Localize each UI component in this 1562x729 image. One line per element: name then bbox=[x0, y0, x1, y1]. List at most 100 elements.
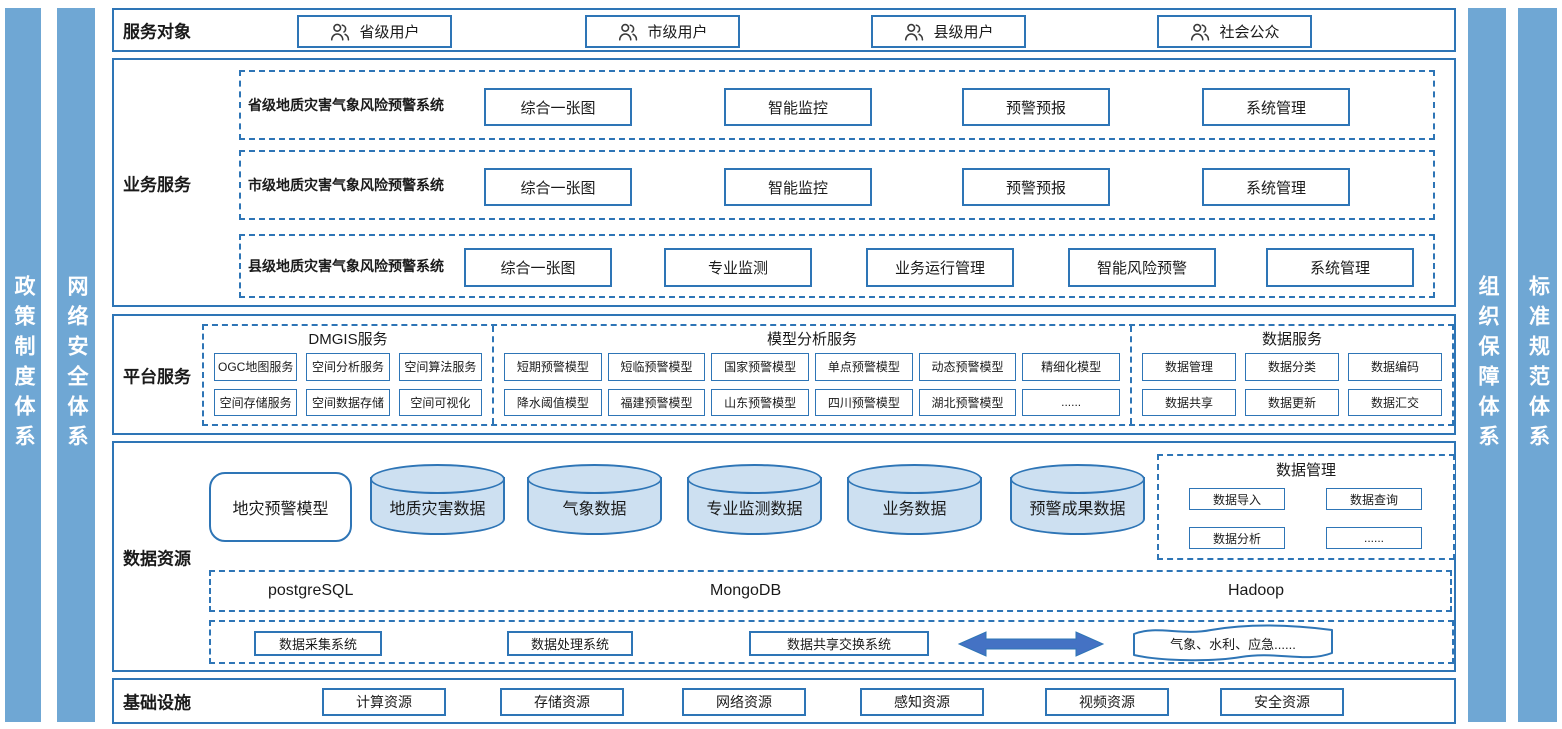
pillar-standard-specification-system: 标准规范体系 bbox=[1518, 8, 1557, 722]
service-box: 空间可视化 bbox=[398, 388, 482, 416]
band-label-platform-services: 平台服务 bbox=[123, 367, 191, 386]
platform-group-dmgis: DMGIS服务 OGC地图服务 空间分析服务 空间算法服务 空间存储服务 空间数… bbox=[204, 326, 492, 424]
band-business-services: 业务服务 省级地质灾害气象风险预警系统 综合一张图 智能监控 预警预报 系统管理… bbox=[112, 58, 1456, 307]
system-group-city: 市级地质灾害气象风险预警系统 综合一张图 智能监控 预警预报 系统管理 bbox=[239, 150, 1435, 220]
system-group-county: 县级地质灾害气象风险预警系统 综合一张图 专业监测 业务运行管理 智能风险预警 … bbox=[239, 234, 1435, 298]
database-layer: postgreSQL MongoDB Hadoop bbox=[209, 570, 1452, 612]
pillar-organization-guarantee-system: 组织保障体系 bbox=[1468, 8, 1506, 722]
module-box: 业务运行管理 bbox=[866, 248, 1014, 287]
system-name: 市级地质灾害气象风险预警系统 bbox=[248, 177, 444, 193]
data-management-group: 数据管理 数据导入 数据查询 数据分析 ...... bbox=[1157, 454, 1455, 560]
user-box-public: 社会公众 bbox=[1157, 15, 1312, 48]
band-label-data-resources: 数据资源 bbox=[123, 549, 191, 568]
service-box: 空间数据存储 bbox=[306, 388, 390, 416]
user-label: 省级用户 bbox=[359, 24, 420, 41]
band-label-infrastructure: 基础设施 bbox=[123, 693, 191, 713]
data-management-box: 数据分析 bbox=[1189, 527, 1285, 549]
database-postgresql: postgreSQL bbox=[268, 582, 354, 599]
cylinder-meteorological-data: 气象数据 bbox=[527, 464, 662, 535]
service-box: 国家预警模型 bbox=[711, 353, 809, 381]
service-box: 短临预警模型 bbox=[607, 353, 706, 381]
users-icon bbox=[619, 23, 638, 41]
user-box-provincial: 省级用户 bbox=[297, 15, 452, 48]
module-box: 预警预报 bbox=[962, 88, 1110, 126]
service-box: OGC地图服务 bbox=[214, 353, 298, 381]
platform-grid: 数据管理 数据分类 数据编码 数据共享 数据更新 数据汇交 bbox=[1138, 351, 1446, 418]
resource-box-security: 安全资源 bbox=[1220, 688, 1344, 716]
database-hadoop: Hadoop bbox=[1228, 582, 1285, 599]
cylinder-warning-result-data: 预警成果数据 bbox=[1010, 464, 1145, 535]
service-box: 空间算法服务 bbox=[398, 353, 482, 381]
service-box: 空间存储服务 bbox=[214, 388, 298, 416]
module-box: 综合一张图 bbox=[464, 248, 612, 287]
cylinder-professional-monitoring-data: 专业监测数据 bbox=[687, 464, 822, 535]
cylinder-label: 专业监测数据 bbox=[706, 501, 803, 518]
user-label: 市级用户 bbox=[647, 24, 708, 41]
service-box: 数据分类 bbox=[1245, 353, 1339, 381]
module-box: 系统管理 bbox=[1202, 168, 1350, 206]
system-name: 省级地质灾害气象风险预警系统 bbox=[248, 97, 444, 113]
data-management-title: 数据管理 bbox=[1275, 462, 1336, 479]
resource-box-storage: 存储资源 bbox=[500, 688, 624, 716]
resource-box-sensing: 感知资源 bbox=[860, 688, 984, 716]
platform-services-container: DMGIS服务 OGC地图服务 空间分析服务 空间算法服务 空间存储服务 空间数… bbox=[202, 324, 1454, 426]
service-box: 福建预警模型 bbox=[607, 388, 706, 416]
platform-group-model-analysis: 模型分析服务 短期预警模型 短临预警模型 国家预警模型 单点预警模型 动态预警模… bbox=[492, 326, 1130, 424]
external-systems-label: 气象、水利、应急...... bbox=[1170, 637, 1296, 652]
service-box: 精细化模型 bbox=[1022, 353, 1120, 381]
data-systems-layer: 数据采集系统 数据处理系统 数据共享交换系统 气象、水利、应急...... bbox=[209, 620, 1454, 664]
service-box: 动态预警模型 bbox=[918, 353, 1017, 381]
module-box: 预警预报 bbox=[962, 168, 1110, 206]
service-box: 数据管理 bbox=[1142, 353, 1236, 381]
user-box-city: 市级用户 bbox=[585, 15, 740, 48]
platform-group-title: 数据服务 bbox=[1261, 331, 1322, 348]
platform-group-title: 模型分析服务 bbox=[766, 331, 857, 348]
database-mongodb: MongoDB bbox=[710, 582, 782, 599]
service-box: 空间分析服务 bbox=[306, 353, 390, 381]
module-box: 综合一张图 bbox=[484, 88, 632, 126]
user-label: 县级用户 bbox=[933, 24, 994, 41]
resource-box-network: 网络资源 bbox=[682, 688, 806, 716]
cylinder-geological-hazard-data: 地质灾害数据 bbox=[370, 464, 505, 535]
data-management-box: ...... bbox=[1326, 527, 1422, 549]
pillar-policy-system: 政策制度体系 bbox=[5, 8, 41, 722]
service-box: 数据汇交 bbox=[1348, 388, 1442, 416]
resource-box-compute: 计算资源 bbox=[322, 688, 446, 716]
data-collection-system-box: 数据采集系统 bbox=[254, 631, 382, 656]
service-box: ...... bbox=[1022, 388, 1120, 416]
service-box: 短期预警模型 bbox=[504, 353, 602, 381]
users-icon bbox=[331, 23, 350, 41]
module-box: 智能监控 bbox=[724, 88, 872, 126]
module-box: 专业监测 bbox=[664, 248, 812, 287]
data-management-box: 数据查询 bbox=[1326, 488, 1422, 510]
system-name: 县级地质灾害气象风险预警系统 bbox=[248, 258, 444, 274]
module-box: 智能监控 bbox=[724, 168, 872, 206]
platform-group-title: DMGIS服务 bbox=[308, 331, 388, 348]
service-box: 四川预警模型 bbox=[814, 388, 913, 416]
service-box: 数据更新 bbox=[1245, 388, 1339, 416]
data-management-box: 数据导入 bbox=[1189, 488, 1285, 510]
service-box: 单点预警模型 bbox=[814, 353, 913, 381]
band-label-service-targets: 服务对象 bbox=[123, 22, 191, 42]
service-box: 山东预警模型 bbox=[711, 388, 809, 416]
user-label: 社会公众 bbox=[1219, 24, 1280, 41]
users-icon bbox=[1191, 23, 1210, 41]
cylinder-business-data: 业务数据 bbox=[847, 464, 982, 535]
module-box: 智能风险预警 bbox=[1068, 248, 1216, 287]
platform-group-data-services: 数据服务 数据管理 数据分类 数据编码 数据共享 数据更新 数据汇交 bbox=[1130, 326, 1452, 424]
module-box: 综合一张图 bbox=[484, 168, 632, 206]
data-sharing-exchange-system-box: 数据共享交换系统 bbox=[749, 631, 929, 656]
module-box: 系统管理 bbox=[1266, 248, 1414, 287]
service-box: 数据编码 bbox=[1348, 353, 1442, 381]
band-infrastructure: 基础设施 计算资源 存储资源 网络资源 感知资源 视频资源 安全资源 bbox=[112, 678, 1456, 724]
service-box: 湖北预警模型 bbox=[918, 388, 1017, 416]
band-data-resources: 数据资源 地灾预警模型 地质灾害数据 气象数据 专业监测数据 业务数据 预警成果… bbox=[112, 441, 1456, 672]
module-box: 系统管理 bbox=[1202, 88, 1350, 126]
system-group-provincial: 省级地质灾害气象风险预警系统 综合一张图 智能监控 预警预报 系统管理 bbox=[239, 70, 1435, 140]
band-service-targets: 服务对象 省级用户 市级用户 县级用户 社会公众 bbox=[112, 8, 1456, 52]
platform-grid: 短期预警模型 短临预警模型 国家预警模型 单点预警模型 动态预警模型 精细化模型… bbox=[500, 351, 1124, 418]
bidirectional-arrow-icon bbox=[956, 628, 1106, 660]
pillar-network-security-system: 网络安全体系 bbox=[57, 8, 95, 722]
users-icon bbox=[905, 23, 924, 41]
